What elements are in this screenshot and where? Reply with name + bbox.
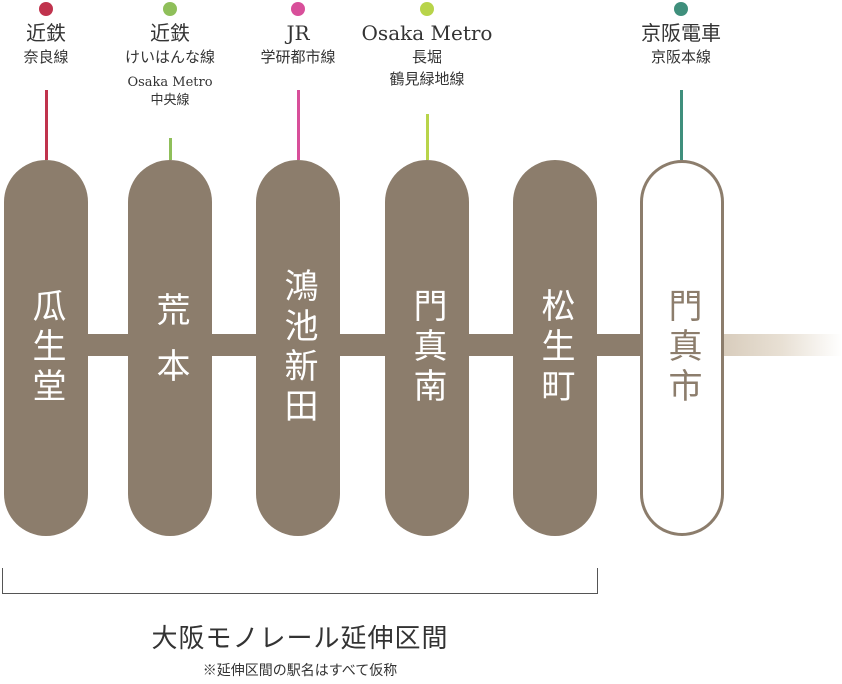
connector-nagahori	[425, 114, 429, 160]
line-info-keihan-main: 京阪電車 京阪本線	[601, 0, 761, 68]
operator-name: JR	[286, 21, 310, 45]
monorail-track-continuation	[722, 334, 842, 356]
line-name: 京阪本線	[650, 48, 711, 66]
line-info-jr: JR 学研都市線	[218, 0, 378, 68]
line-name: 学研都市線	[260, 48, 336, 66]
operator-name: 京阪電車	[641, 21, 721, 45]
station-aramoto: 荒本	[128, 160, 212, 536]
line-color-dot	[291, 2, 305, 16]
station-konoike-shinden: 鴻池新田	[256, 160, 340, 536]
station-matsuo-cho: 松生町	[513, 160, 597, 536]
line-color-dot	[420, 2, 434, 16]
operator-name: 近鉄	[26, 21, 66, 45]
extension-section-title: 大阪モノレール延伸区間	[151, 624, 449, 654]
operator-name: Osaka Metro	[361, 21, 493, 45]
extension-section-bracket	[2, 568, 598, 594]
sub-line-name: 中央線	[150, 93, 190, 108]
station-name: 松生町	[535, 288, 575, 408]
line-color-dot	[163, 2, 177, 16]
connector-keihan-main	[679, 90, 683, 160]
connector-jr	[296, 90, 300, 160]
line-color-dot	[39, 2, 53, 16]
line-color-dot	[674, 2, 688, 16]
connector-kintetsu-nara	[44, 90, 48, 160]
line-info-osaka-metro-nagahori: Osaka Metro 長堀 鶴見緑地線	[347, 0, 507, 90]
station-uryudo: 瓜生堂	[4, 160, 88, 536]
station-name: 門真南	[407, 288, 447, 408]
line-name: 長堀	[411, 48, 442, 66]
station-name: 鴻池新田	[278, 268, 318, 428]
line-info-kintetsu-keihanna: 近鉄 けいはんな線 Osaka Metro 中央線	[90, 0, 250, 110]
station-kadomashi: 門真市	[640, 160, 724, 536]
extension-section-note: ※延伸区間の駅名はすべて仮称	[202, 663, 398, 679]
station-kadoma-minami: 門真南	[385, 160, 469, 536]
line-name: 奈良線	[23, 48, 69, 66]
connector-keihanna	[168, 138, 172, 160]
station-name: 荒本	[150, 292, 190, 404]
sub-operator-name: Osaka Metro	[127, 75, 213, 90]
line-name: けいはんな線	[124, 48, 215, 66]
station-name: 瓜生堂	[26, 288, 66, 408]
line-name-2: 鶴見緑地線	[389, 70, 465, 88]
station-name: 門真市	[662, 288, 702, 408]
line-info-kintetsu-nara: 近鉄 奈良線	[0, 0, 126, 68]
operator-name: 近鉄	[150, 21, 190, 45]
